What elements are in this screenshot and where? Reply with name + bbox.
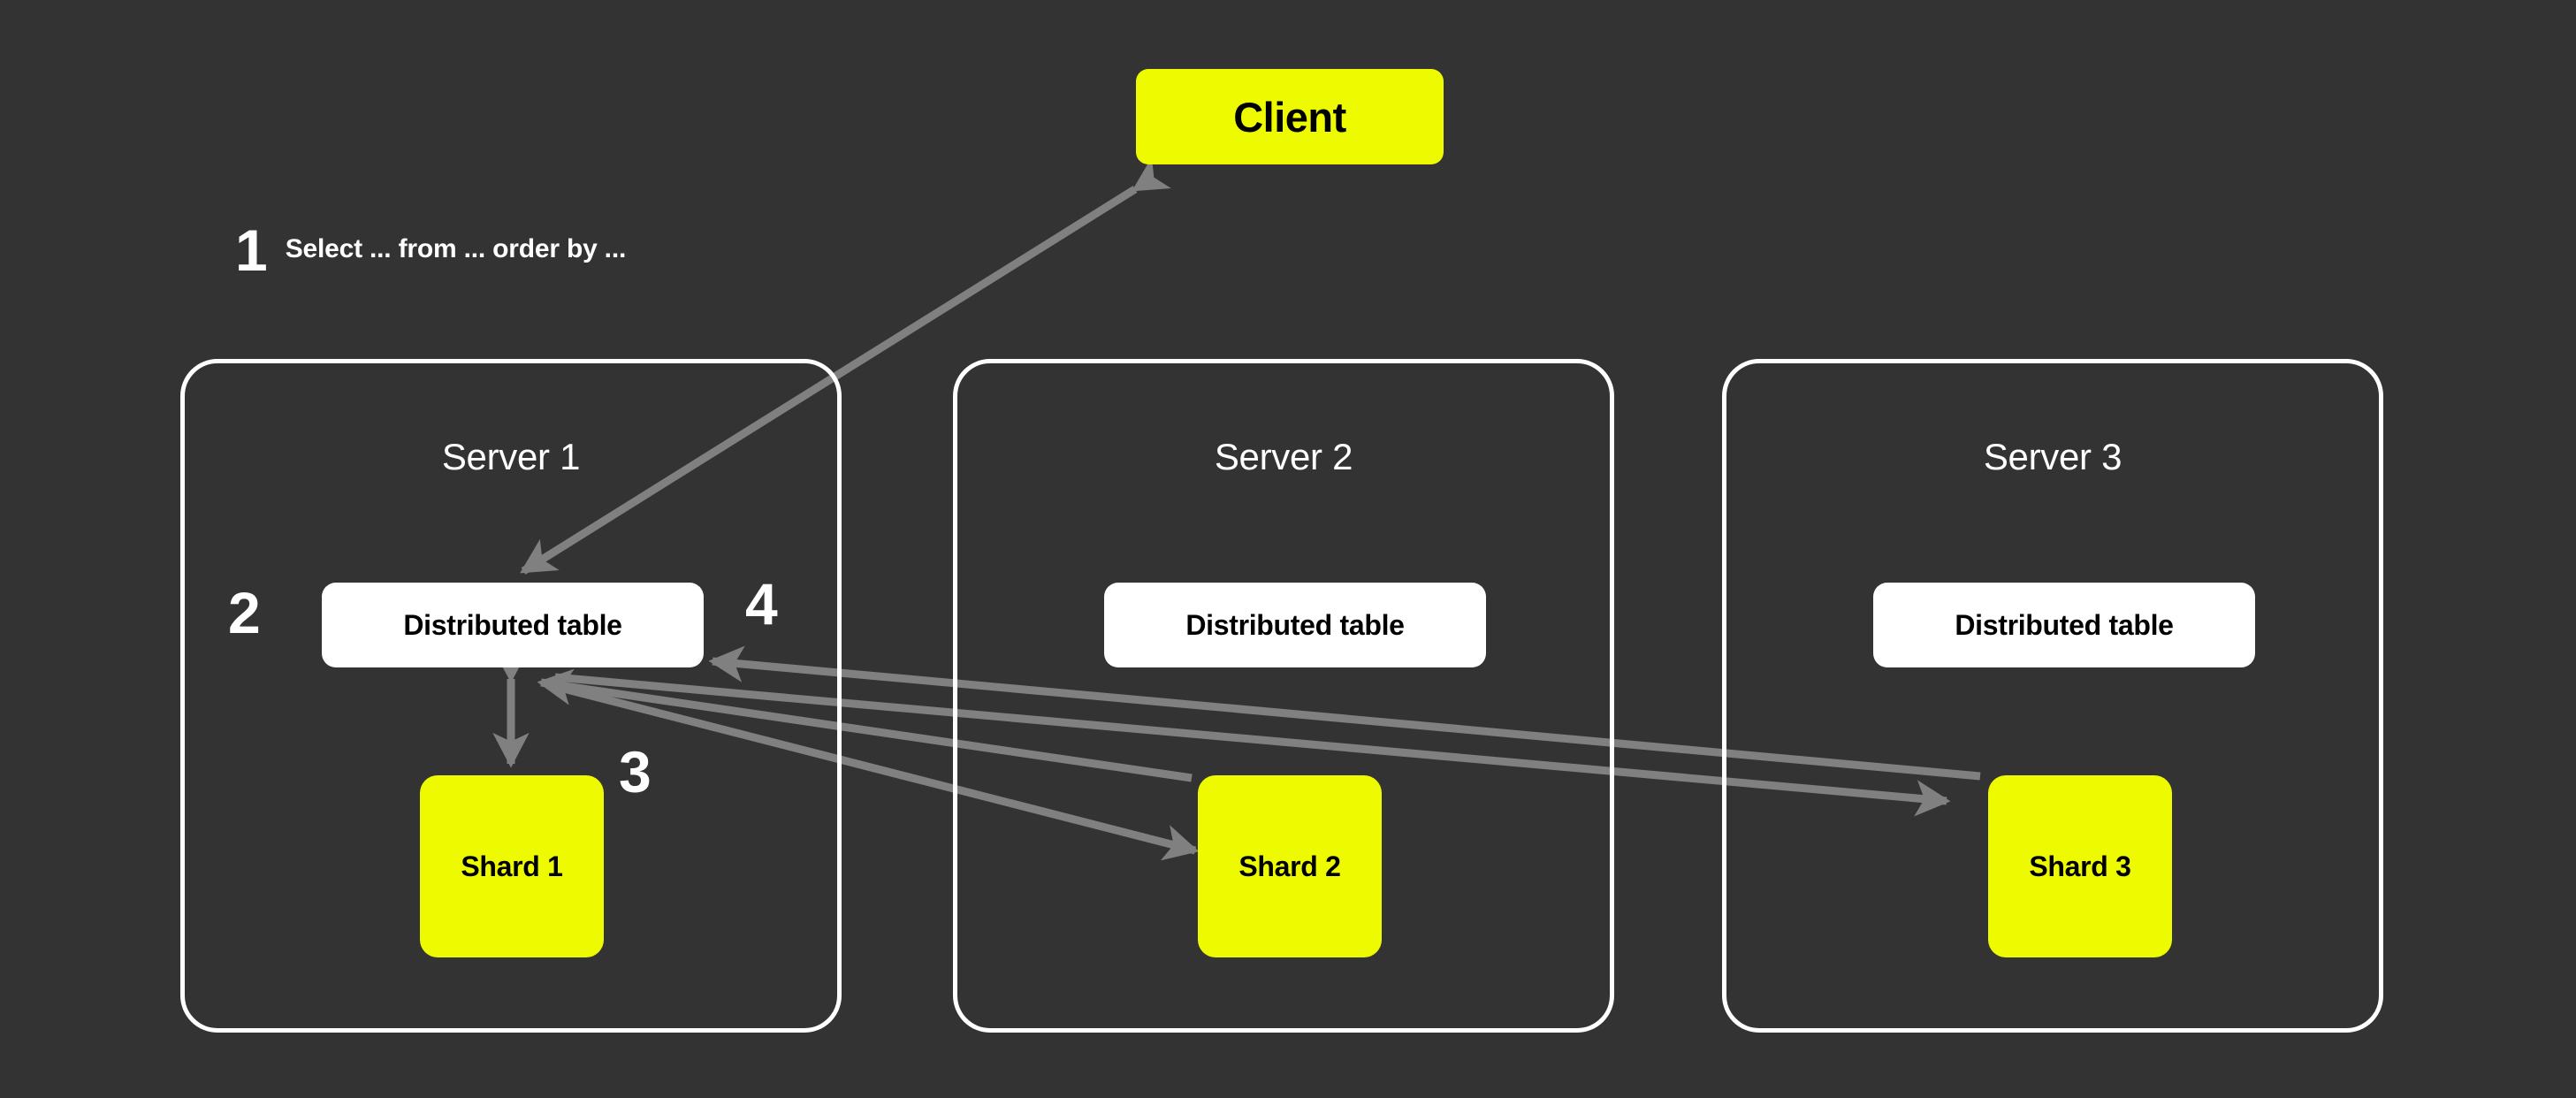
distributed-table-label-1: Distributed table <box>403 608 622 641</box>
step-number-1: 1 <box>235 217 268 283</box>
distributed-table-2[interactable]: Distributed table <box>1104 583 1486 667</box>
shard-box-3[interactable]: Shard 3 <box>1988 775 2172 957</box>
client-label: Client <box>1233 93 1346 141</box>
shard-box-2[interactable]: Shard 2 <box>1198 775 1382 957</box>
distributed-table-3[interactable]: Distributed table <box>1873 583 2255 667</box>
server-title-3: Server 3 <box>1983 436 2123 477</box>
step-1-query-text: Select ... from ... order by ... <box>285 234 627 263</box>
step-number-4: 4 <box>745 571 778 637</box>
distributed-table-label-2: Distributed table <box>1185 608 1405 641</box>
distributed-table-1[interactable]: Distributed table <box>322 583 704 667</box>
shard-box-1[interactable]: Shard 1 <box>420 775 604 957</box>
server-panel-2[interactable]: Server 2 Distributed table Shard 2 <box>953 359 1614 1033</box>
step-number-2: 2 <box>228 580 261 645</box>
server-title-2: Server 2 <box>1214 436 1353 477</box>
shard-label-2: Shard 2 <box>1238 850 1341 882</box>
step-number-3: 3 <box>619 739 652 804</box>
shard-label-1: Shard 1 <box>461 850 563 882</box>
distributed-table-label-3: Distributed table <box>1955 608 2174 641</box>
step-1-caption: 1 Select ... from ... order by ... <box>235 221 626 279</box>
server-title-1: Server 1 <box>441 436 581 477</box>
server-panel-3[interactable]: Server 3 Distributed table Shard 3 <box>1722 359 2383 1033</box>
shard-label-3: Shard 3 <box>2029 850 2131 882</box>
server-panel-1[interactable]: Server 1 Distributed table Shard 1 <box>180 359 842 1033</box>
client-node[interactable]: Client <box>1136 69 1444 164</box>
